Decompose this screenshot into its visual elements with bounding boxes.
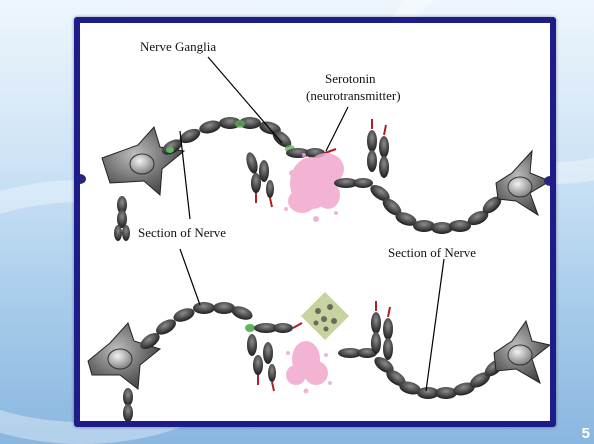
serotonin-cloud-top [284, 153, 345, 222]
neuron-top-left [80, 127, 184, 195]
diagram-panel: Nerve Ganglia Serotonin (neurotransmitte… [80, 23, 550, 421]
dendrites-bottom-right [338, 301, 393, 360]
nerve-section-top-right [368, 182, 505, 234]
label-neurotransmitter: (neurotransmitter) [306, 88, 401, 104]
dendrites-top-right [334, 119, 389, 188]
label-section-of-nerve-left: Section of Nerve [138, 225, 226, 241]
serotonin-cloud-bottom [286, 341, 332, 394]
axon-bottom-left-down [123, 388, 133, 421]
axon-top-left-down [114, 196, 130, 241]
label-section-of-nerve-right: Section of Nerve [388, 245, 476, 261]
nerve-diagram [80, 23, 550, 421]
label-nerve-ganglia: Nerve Ganglia [140, 39, 216, 55]
label-serotonin: Serotonin [325, 71, 376, 87]
receptor-blocker-patch [301, 292, 349, 340]
slide-page-number: 5 [582, 425, 590, 442]
nerve-section-bottom-left [138, 302, 255, 352]
neuron-top-right [496, 151, 550, 215]
neuron-bottom-left [88, 323, 160, 389]
nerve-section-bottom-right [372, 354, 507, 399]
neuron-bottom-right [494, 321, 550, 383]
diagram-frame: Nerve Ganglia Serotonin (neurotransmitte… [74, 17, 556, 427]
